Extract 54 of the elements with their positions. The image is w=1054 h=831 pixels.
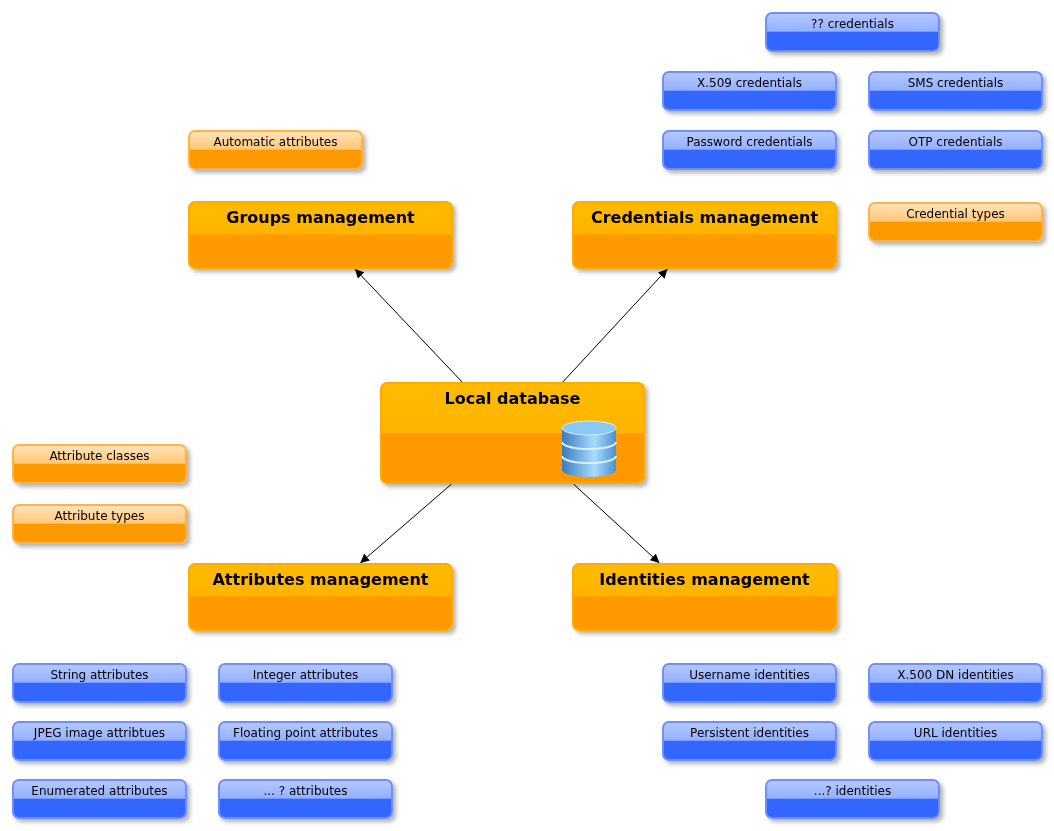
box-title: Attribute types [53, 508, 146, 523]
box-title: Local database [443, 388, 582, 408]
box-title: SMS credentials [906, 75, 1005, 90]
arrow [562, 268, 668, 383]
box-title: Floating point attributes [232, 725, 379, 740]
item-box [662, 663, 837, 703]
item-box [868, 130, 1043, 170]
box-title: Enumerated attributes [30, 783, 169, 798]
box-title: ...? identities [812, 783, 893, 798]
box-title: Persistent identities [689, 725, 810, 740]
box-title: ?? credentials [810, 16, 895, 31]
arrow [359, 483, 453, 564]
box-title: Attribute classes [48, 448, 151, 463]
box-title: Credential types [905, 206, 1006, 221]
box-title: Password credentials [685, 134, 814, 149]
item-box [868, 71, 1043, 111]
box-title: URL identities [912, 725, 999, 740]
item-box [868, 721, 1043, 761]
item-box [868, 663, 1043, 703]
box-title: Attributes management [211, 569, 430, 589]
arrow [572, 483, 660, 564]
item-box [188, 130, 363, 170]
item-box [12, 444, 187, 484]
item-box [12, 779, 187, 819]
box-title: ... ? attributes [262, 783, 349, 798]
box-title: X.509 credentials [696, 75, 803, 90]
box-title: String attributes [49, 667, 150, 682]
module-box [380, 382, 645, 484]
item-box [12, 663, 187, 703]
box-title: Credentials management [589, 207, 820, 227]
item-box [868, 202, 1043, 242]
item-box [12, 721, 187, 761]
item-box [218, 721, 393, 761]
box-title: Username identities [688, 667, 811, 682]
box-title: JPEG image attribtues [32, 725, 167, 740]
box-title: Groups management [225, 207, 416, 227]
box-title: OTP credentials [907, 134, 1004, 149]
item-box [218, 663, 393, 703]
item-box [662, 71, 837, 111]
item-box [765, 779, 940, 819]
item-box [662, 721, 837, 761]
module-box [188, 201, 453, 269]
module-box [572, 201, 837, 269]
item-box [662, 130, 837, 170]
item-box [12, 504, 187, 544]
box-title: Automatic attributes [212, 134, 339, 149]
box-title: Identities management [598, 569, 811, 589]
item-box [218, 779, 393, 819]
box-title: Integer attributes [251, 667, 360, 682]
module-box [572, 563, 837, 631]
item-box [765, 12, 940, 52]
module-box [188, 563, 453, 631]
box-title: X.500 DN identities [896, 667, 1015, 682]
arrow [354, 268, 463, 383]
